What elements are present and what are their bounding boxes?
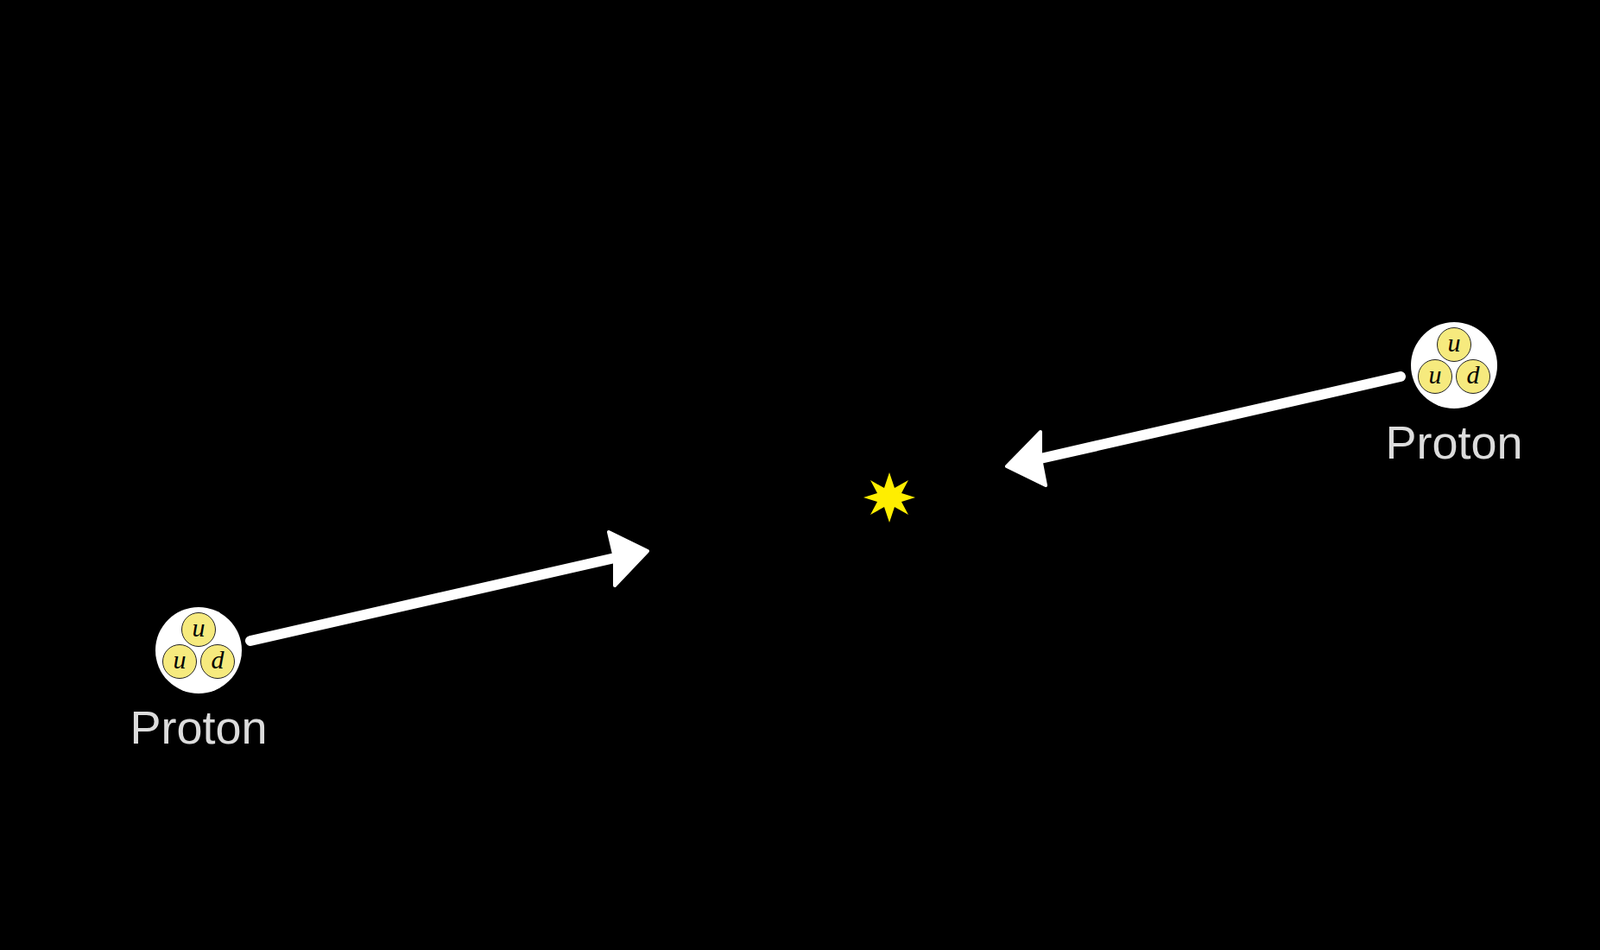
quark-circle: u	[162, 644, 197, 679]
quark-circle: d	[1455, 359, 1491, 394]
quark-letter: u	[173, 646, 187, 673]
quark-circle: d	[200, 644, 235, 679]
arrow-head	[608, 531, 648, 586]
quark-circle: u	[1417, 359, 1453, 394]
arrow-shaft	[250, 557, 615, 641]
arrow-shaft	[1040, 376, 1401, 459]
quark-letter: u	[192, 614, 206, 641]
quark-circle: u	[1436, 327, 1472, 362]
quark-letter: u	[1429, 361, 1442, 388]
collision-star	[863, 472, 916, 523]
quark-letter: u	[1448, 329, 1461, 356]
proton-circle: Protonuud	[155, 607, 242, 694]
proton-label: Proton	[129, 703, 267, 751]
proton-label: Proton	[1384, 418, 1523, 466]
quark-circle: u	[181, 612, 216, 647]
arrow-head	[1006, 431, 1046, 486]
quark-letter: d	[1467, 361, 1480, 388]
proton-circle: Protonuud	[1410, 322, 1498, 409]
quark-letter: d	[211, 646, 225, 673]
